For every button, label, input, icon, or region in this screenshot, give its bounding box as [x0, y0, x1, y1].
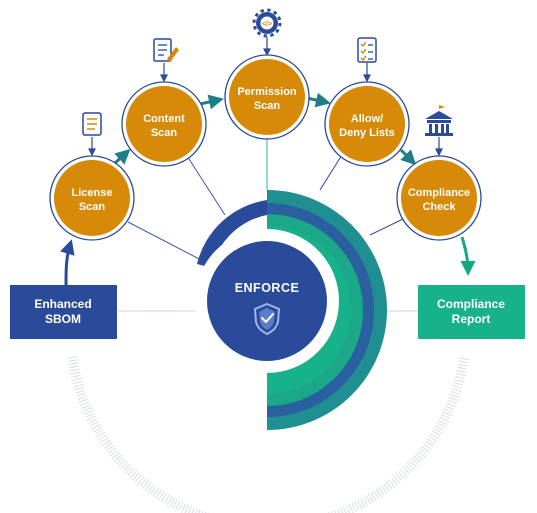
spoke-line-compliance [369, 217, 406, 236]
center-circle [207, 241, 327, 361]
arrow-permission-to-allow [306, 92, 331, 108]
gear-code-icon: </> [252, 8, 282, 38]
outer-tick-arc [67, 356, 469, 513]
compliance-report-line1: Compliance [437, 297, 505, 311]
compliance-report-box: Compliance Report [418, 285, 525, 339]
stage-label-line2: Scan [254, 100, 281, 112]
stage-label-line1: Compliance [408, 187, 470, 199]
stage-license-scan: License Scan [49, 155, 135, 241]
scroll-icon [82, 112, 102, 136]
spoke-line-license [127, 221, 206, 263]
document-edit-icon [153, 38, 179, 62]
stage-label-line1: Content [143, 113, 185, 125]
stage-label-line2: Scan [151, 127, 178, 139]
svg-text:</>: </> [262, 21, 272, 28]
compliance-report-line2: Report [452, 312, 491, 326]
stage-compliance-check: Compliance Check [396, 155, 482, 241]
arrow-content-to-permission [199, 94, 224, 110]
stage-label-line1: License [72, 187, 113, 199]
stage-label-line1: Allow/ [351, 113, 383, 125]
shield-check-icon [253, 302, 281, 336]
arrow-input-to-license [60, 239, 75, 286]
arrow-license-to-content [113, 148, 131, 165]
ring-navy-arc [197, 200, 267, 268]
stage-label-line2: Scan [79, 201, 106, 213]
stage-content-scan: Content Scan [121, 81, 207, 167]
icon-pointer-lines [88, 37, 443, 157]
courthouse-icon [425, 105, 453, 136]
stage-label-line2: Deny Lists [339, 127, 395, 139]
stage-allow-deny-lists: Allow/ Deny Lists [324, 81, 410, 167]
arrow-allow-to-compliance [399, 148, 417, 166]
enhanced-sbom-line1: Enhanced [34, 297, 91, 311]
enhanced-sbom-box: Enhanced SBOM [10, 285, 117, 339]
arrow-compliance-to-output [460, 236, 476, 276]
checklist-icon [357, 37, 377, 63]
center-label: ENFORCE [235, 281, 300, 295]
enhanced-sbom-line2: SBOM [45, 312, 81, 326]
stage-permission-scan: Permission Scan [224, 54, 310, 140]
stage-label-line1: Permission [237, 86, 297, 98]
stage-label-line2: Check [422, 201, 456, 213]
